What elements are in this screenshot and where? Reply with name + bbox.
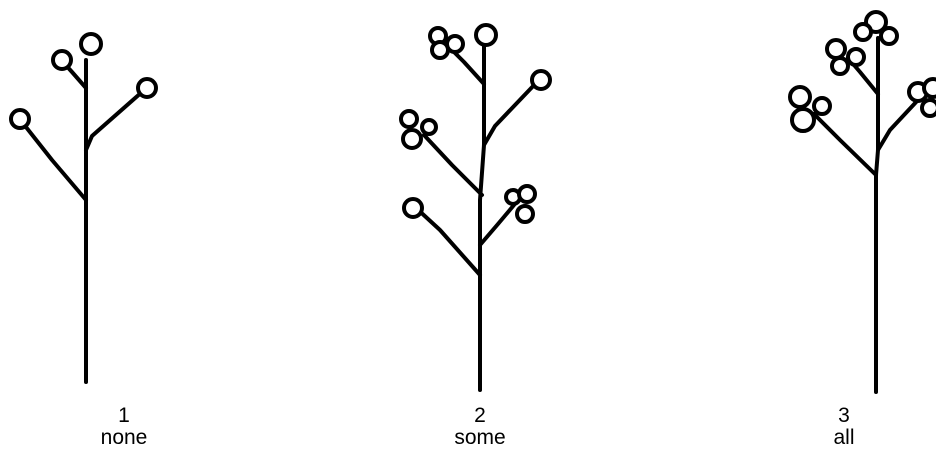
flower-bud-icon	[476, 25, 496, 45]
open-flower-icon	[922, 100, 936, 116]
flower-bud-icon	[404, 199, 422, 217]
stage-caption: 3 all	[784, 405, 904, 449]
open-flower-icon	[924, 79, 936, 97]
open-flower-icon	[792, 109, 814, 131]
flower-bud-icon	[81, 34, 101, 54]
open-flower-icon	[881, 28, 897, 44]
stage-number: 1	[64, 405, 184, 427]
open-flower-icon	[790, 87, 810, 107]
stage-panel-3: 3 all	[770, 0, 936, 462]
stage-caption: 1 none	[64, 405, 184, 449]
plant-stem-icon	[770, 0, 936, 462]
stage-panel-2: 2 some	[380, 0, 580, 462]
open-flower-icon	[832, 58, 848, 74]
open-flower-icon	[401, 111, 417, 127]
stage-label: some	[420, 427, 540, 449]
flower-bud-icon	[532, 71, 550, 89]
stage-label: all	[784, 427, 904, 449]
stage-caption: 2 some	[420, 405, 540, 449]
stage-number: 3	[784, 405, 904, 427]
open-flower-icon	[422, 120, 436, 134]
open-flower-icon	[814, 98, 830, 114]
stage-label: none	[64, 427, 184, 449]
flower-bud-icon	[53, 51, 71, 69]
plant-stem-icon	[0, 0, 180, 462]
plant-stem-icon	[380, 0, 580, 462]
open-flower-icon	[827, 40, 845, 58]
stage-number: 2	[420, 405, 540, 427]
open-flower-icon	[432, 42, 448, 58]
open-flower-icon	[848, 49, 864, 65]
stage-panel-1: 1 none	[0, 0, 180, 462]
open-flower-icon	[519, 186, 535, 202]
open-flower-icon	[403, 130, 421, 148]
open-flower-icon	[855, 24, 871, 40]
flower-bud-icon	[138, 79, 156, 97]
flower-bud-icon	[11, 110, 29, 128]
open-flower-icon	[517, 206, 533, 222]
